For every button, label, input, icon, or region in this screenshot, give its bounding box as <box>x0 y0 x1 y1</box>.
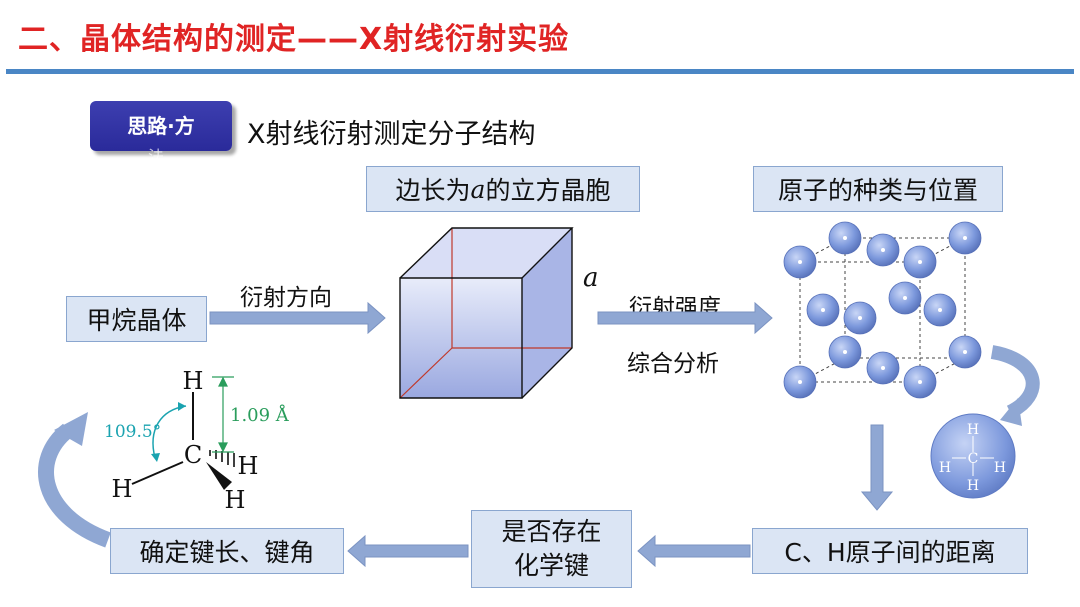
method-badge: 思路·方 <box>90 101 232 151</box>
cube-caption-suffix: 的立方晶胞 <box>485 176 611 205</box>
slide-subtitle: X射线衍射测定分子结构 <box>247 119 536 150</box>
bond-existence-box: 是否存在 化学键 <box>471 510 632 588</box>
cube-caption-variable: a <box>470 174 486 204</box>
title-divider <box>6 69 1074 74</box>
ch-distance-box: C、H原子间的距离 <box>752 528 1028 574</box>
crystal-caption-label: 原子的种类与位置 <box>777 176 978 205</box>
atom-h-right: H <box>238 452 259 480</box>
bond-length-label: 1.09 Å <box>230 404 290 426</box>
arrow-to-cube <box>209 301 386 335</box>
sphere-h-left: H <box>939 460 951 476</box>
bond-angle-label: 109.5° <box>104 422 161 442</box>
curved-arrow-to-molecule <box>38 412 111 548</box>
method-badge-label: 思路·方 <box>127 114 195 138</box>
bond-existence-line2: 化学键 <box>513 551 589 580</box>
crystal-caption-box: 原子的种类与位置 <box>753 166 1003 212</box>
methane-crystal-label: 甲烷晶体 <box>86 306 187 335</box>
methane-structure: H C H H H 1.09 Å 109.5° <box>104 367 290 514</box>
cube-edge-label: a <box>583 263 599 293</box>
atom-h-top: H <box>183 367 204 395</box>
atom-c: C <box>184 441 202 469</box>
unit-cell-cube <box>399 227 574 399</box>
methane-crystal-lattice <box>783 221 982 399</box>
sphere-c-center: C <box>968 451 979 467</box>
diffraction-direction-label: 衍射方向 <box>240 285 332 311</box>
sphere-h-top: H <box>967 422 979 438</box>
bond-existence-line1: 是否存在 <box>501 517 602 546</box>
curved-arrow-to-sphere <box>990 345 1040 426</box>
methane-molecule-sphere: H C H H H <box>930 413 1016 499</box>
slide-title: 二、晶体结构的测定——X射线衍射实验 <box>18 22 570 57</box>
bond-length-angle-box: 确定键长、键角 <box>110 528 344 574</box>
arrow-to-bond-box <box>637 534 751 568</box>
bond-length-angle-label: 确定键长、键角 <box>139 538 315 567</box>
sphere-h-right: H <box>994 460 1006 476</box>
atom-h-bottom: H <box>225 486 246 514</box>
cube-caption-prefix: 边长为 <box>395 176 471 205</box>
atom-h-left: H <box>112 475 133 503</box>
arrow-to-crystal <box>597 301 773 335</box>
arrow-to-final-box <box>347 534 469 568</box>
methane-crystal-box: 甲烷晶体 <box>66 296 207 342</box>
comprehensive-analysis-label: 综合分析 <box>627 351 719 377</box>
arrow-down-to-distance <box>860 424 894 511</box>
ch-distance-label: C、H原子间的距离 <box>784 538 996 567</box>
method-badge-overflow: 法 <box>148 147 165 166</box>
sphere-h-bottom: H <box>967 478 979 494</box>
